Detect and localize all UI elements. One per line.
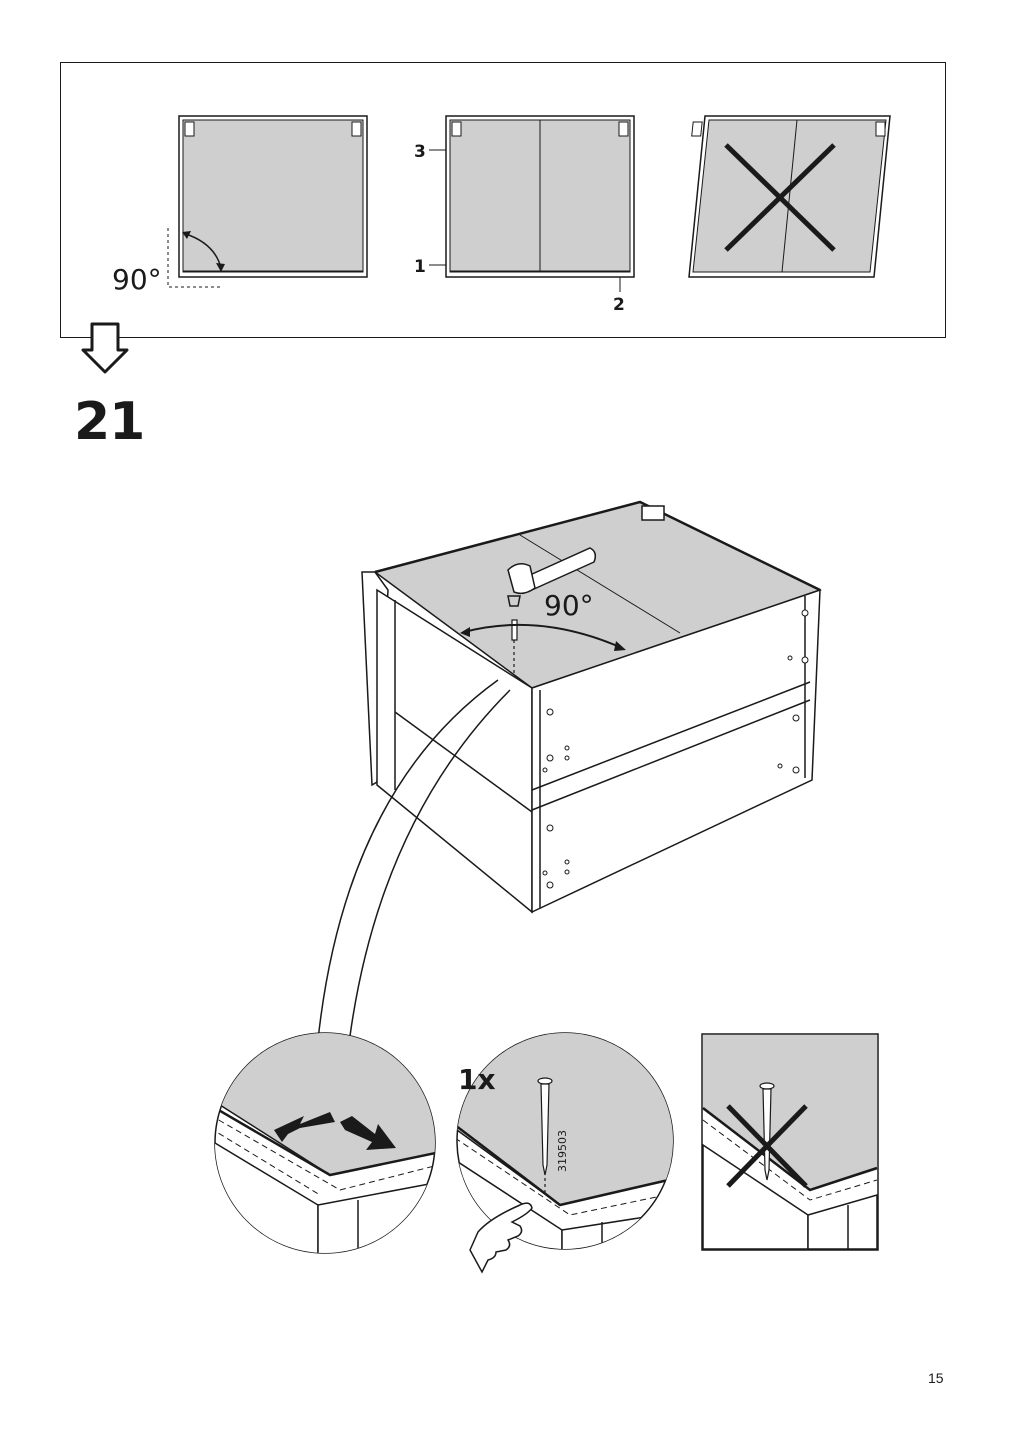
hammer-icon: [507, 547, 597, 607]
detail-leader: [317, 679, 511, 1041]
detail-circle-push: [214, 1032, 436, 1254]
detail-box-incorrect: [701, 1033, 879, 1251]
nail-part-number: 319503: [556, 1130, 569, 1172]
nail-icon: [759, 1082, 775, 1181]
cabinet-illustration: [361, 500, 822, 914]
angle-arc: [460, 623, 626, 651]
step-number: 21: [74, 392, 145, 452]
square-cabinet-back-view: [167, 115, 368, 288]
nail-icon: [511, 619, 518, 676]
page-number: 15: [928, 1370, 944, 1386]
pointing-hand-icon: [469, 1202, 533, 1274]
labelled-cabinet-back-view: [429, 115, 635, 292]
part-label-1: 1: [414, 257, 426, 277]
part-label-2: 2: [613, 295, 625, 315]
angle-label-cabinet: 90°: [544, 589, 594, 622]
push-arrows-icon: [274, 1112, 396, 1150]
skewed-cabinet-back-view: [688, 115, 891, 278]
cross-mark-icon: [726, 1104, 808, 1188]
nail-icon: [537, 1077, 553, 1196]
angle-label-top: 90°: [112, 263, 162, 296]
part-label-3: 3: [414, 142, 426, 162]
cross-mark-icon: [724, 143, 836, 252]
down-arrow-icon: [81, 322, 129, 374]
quantity-label: 1x: [458, 1063, 496, 1096]
